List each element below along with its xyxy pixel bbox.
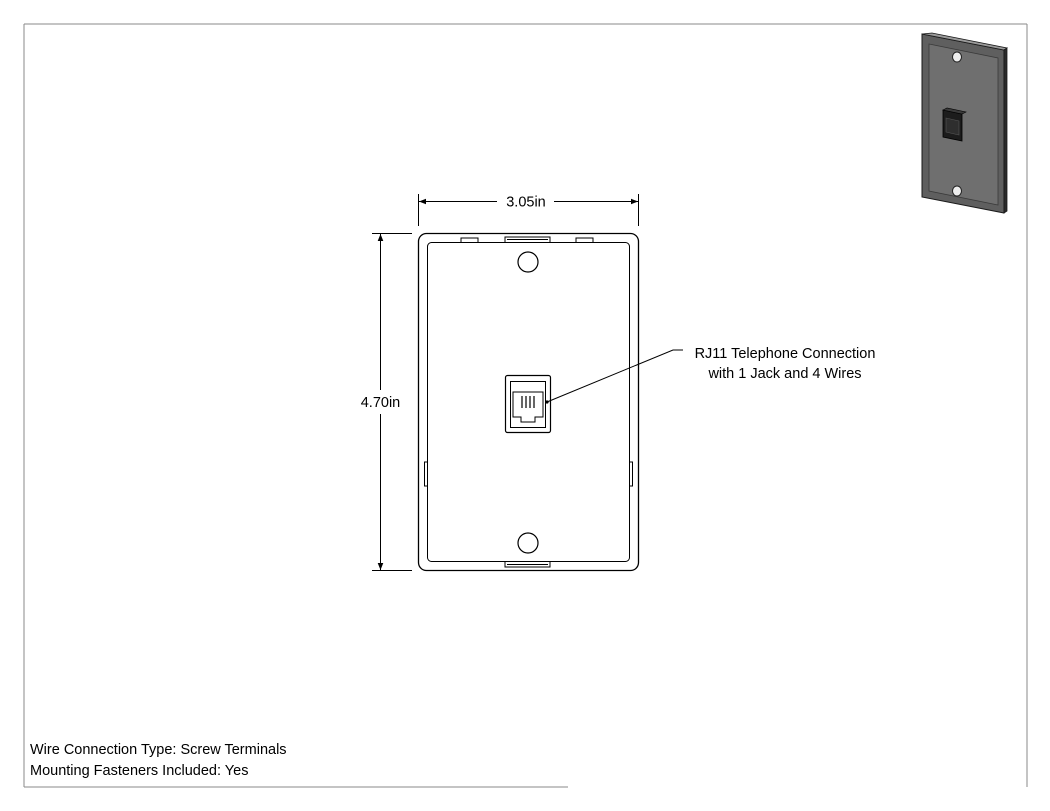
wall-plate-front-view [417, 232, 640, 572]
top-tabs [460, 236, 594, 242]
rj11-callout: RJ11 Telephone Connection with 1 Jack an… [545, 346, 875, 404]
notes-block: Wire Connection Type: Screw Terminals Mo… [30, 742, 287, 779]
jack-contacts [521, 396, 535, 408]
height-dimension: 4.70in [361, 233, 412, 571]
iso-top-screw-hole [952, 51, 962, 63]
isometric-view [921, 32, 1009, 214]
height-dimension-label: 4.70in [361, 395, 401, 411]
side-clips [424, 461, 633, 487]
note-wire-connection: Wire Connection Type: Screw Terminals [30, 742, 287, 758]
rj11-jack [504, 374, 552, 434]
bottom-screw-hole [517, 532, 539, 554]
plate-outer-outline [417, 232, 640, 572]
note-mounting-fasteners: Mounting Fasteners Included: Yes [30, 763, 248, 779]
bottom-tab [504, 562, 551, 568]
sheet-border [23, 23, 1028, 788]
top-screw-hole [517, 251, 539, 273]
callout-line-1: RJ11 Telephone Connection [695, 346, 876, 362]
iso-bottom-screw-hole [952, 185, 962, 197]
plate-inner-outline [427, 242, 630, 562]
callout-line-2: with 1 Jack and 4 Wires [707, 366, 861, 382]
iso-jack [942, 107, 967, 142]
width-dimension: 3.05in [418, 194, 639, 226]
width-dimension-label: 3.05in [506, 195, 546, 211]
